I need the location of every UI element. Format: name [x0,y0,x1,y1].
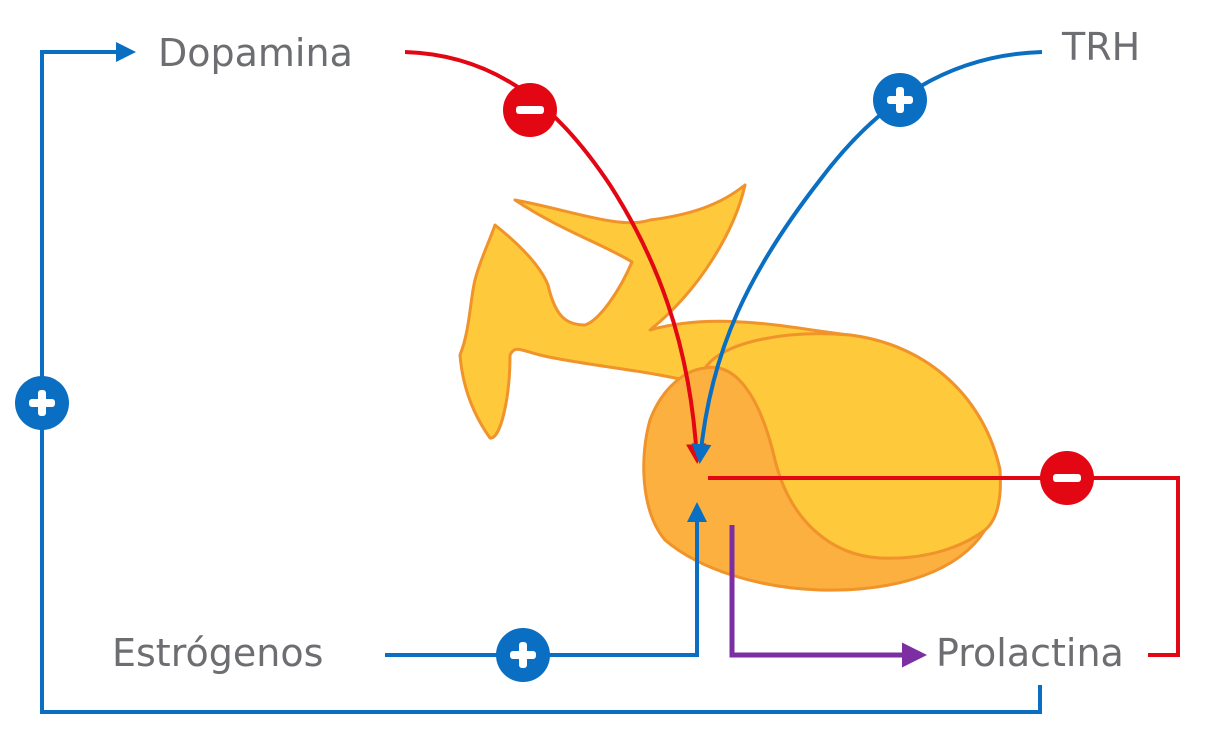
trh-stimulation-arrow [691,50,1043,464]
trh-label: TRH [1062,25,1141,69]
prolactin-autoinhibition-line [708,476,1180,657]
plus-icon [496,628,550,682]
dopamine-label: Dopamina [158,31,353,75]
prolactin-label: Prolactina [936,631,1124,675]
prolactin-to-dopamine-feedback-line [40,42,1042,714]
plus-icon [873,73,927,127]
estrogen-stimulation-arrow [385,502,707,657]
posterior-pituitary-shape [703,332,1002,560]
dopamine-inhibition-arrow [404,50,707,464]
plus-icon [15,376,69,430]
minus-icon [503,83,557,137]
minus-icon [1040,451,1094,505]
estrogens-label: Estrógenos [112,631,324,675]
prolactin-secretion-arrow [729,525,927,668]
